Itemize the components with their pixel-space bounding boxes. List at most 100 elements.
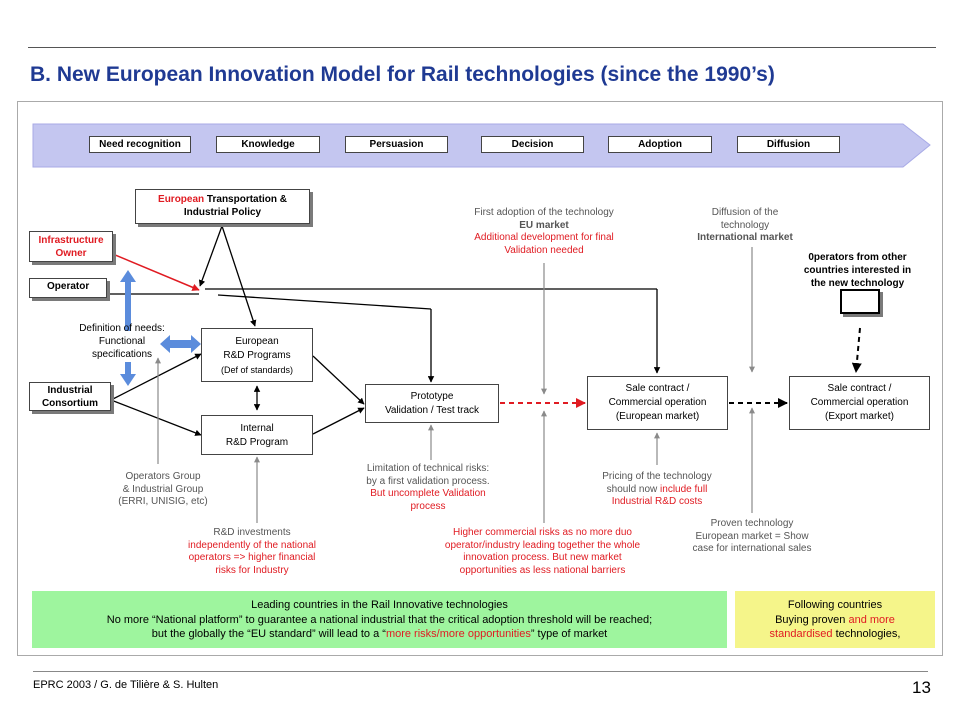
blue-down-arrow	[120, 362, 136, 386]
first-adoption-line3: Additional development for final	[474, 232, 614, 243]
stage-diffusion: Diffusion	[737, 136, 840, 153]
operators-other-line3: the new technology	[810, 278, 905, 289]
page-number: 13	[912, 678, 931, 697]
label-operators-other-countries: 0perators from other countries intereste…	[790, 251, 925, 290]
box-other-countries-operators	[840, 289, 880, 314]
operator-label: Operator	[47, 281, 90, 292]
pricing-line2a: should now	[606, 483, 661, 495]
internal-rd-line1: Internal	[240, 423, 274, 434]
label-higher-commercial-risks: Higher commercial risks as no more duo o…	[410, 527, 675, 577]
label-operators-group: Operators Group & Industrial Group (ERRI…	[98, 471, 228, 509]
label-diffusion-technology: Diffusion of the technology Internationa…	[680, 207, 810, 245]
dashed-export-arrow	[851, 327, 862, 373]
leading-line3c: ” type of market	[530, 628, 608, 640]
stage-knowledge: Knowledge	[216, 136, 320, 153]
following-line3a: standardised	[769, 628, 833, 640]
industrial-line2: Consortium	[41, 398, 99, 409]
operators-group-line2: & Industrial Group	[122, 483, 204, 495]
rd-investments-line2: independently of the national	[188, 539, 316, 551]
box-prototype-validation: Prototype Validation / Test track	[365, 384, 499, 423]
label-rd-investments: R&D investments independently of the nat…	[167, 527, 337, 577]
eu-rd-line1: European	[235, 336, 279, 347]
limitation-line3: But uncomplete Validation	[370, 488, 486, 499]
prototype-line1: Prototype	[410, 391, 454, 402]
industrial-line1: Industrial	[47, 385, 93, 396]
leading-title: Leading countries in the Rail Innovative…	[251, 599, 508, 611]
sale-eu-line2: Commercial operation	[608, 397, 707, 408]
arrow-industrial-to-internal-rd	[110, 399, 202, 436]
first-adoption-line2: EU market	[519, 219, 569, 231]
diffusion-tech-line3: International market	[697, 232, 793, 243]
eu-policy-part2: Transportation &	[204, 194, 287, 205]
label-definition-of-needs: Definition of needs: Functional specific…	[62, 322, 182, 361]
first-adoption-line4: Validation needed	[504, 244, 584, 256]
box-leading-countries: Leading countries in the Rail Innovative…	[32, 591, 727, 648]
box-european-rd-programs: European R&D Programs (Def of standards)	[201, 328, 313, 382]
limitation-line2: by a first validation process.	[366, 475, 490, 487]
pricing-line2b: include full	[660, 483, 708, 495]
following-title: Following countries	[787, 599, 883, 611]
eu-policy-european: European	[158, 194, 205, 205]
eu-rd-line2: R&D Programs	[223, 350, 291, 361]
arrow-industrial-to-eu-rd	[110, 353, 202, 401]
operators-other-line2: countries interested in	[803, 265, 912, 276]
diffusion-tech-line1: Diffusion of the	[711, 207, 779, 218]
following-line2a: Buying proven	[775, 613, 849, 626]
arrow-eu-rd-to-prototype	[312, 355, 365, 405]
higher-risks-line1: Higher commercial risks as no more duo	[453, 527, 632, 538]
definition-line2: Functional	[98, 336, 146, 347]
box-sale-contract-export: Sale contract / Commercial operation (Ex…	[789, 376, 930, 430]
label-first-adoption: First adoption of the technology EU mark…	[444, 207, 644, 257]
box-eu-transport-policy: European Transportation & Industrial Pol…	[135, 189, 310, 224]
blue-up-arrow	[120, 270, 136, 331]
pricing-line3: Industrial R&D costs	[611, 496, 703, 507]
internal-rd-line2: R&D Program	[225, 437, 289, 448]
rd-investments-line3: operators => higher financial	[188, 552, 316, 563]
operators-group-line1: Operators Group	[125, 471, 201, 482]
stage-decision: Decision	[481, 136, 584, 153]
arrow-infra-owner	[95, 246, 200, 291]
box-sale-contract-european: Sale contract / Commercial operation (Eu…	[587, 376, 728, 430]
line-node-to-prototype	[217, 294, 432, 310]
prototype-line2: Validation / Test track	[384, 405, 480, 416]
blue-double-arrow	[160, 335, 201, 353]
diffusion-tech-line2: technology	[720, 219, 770, 231]
box-industrial-consortium: Industrial Consortium	[29, 382, 111, 411]
following-line3b: technologies,	[832, 628, 901, 640]
eu-rd-line3: (Def of standards)	[220, 365, 294, 375]
arrow-policy-to-node	[198, 225, 223, 287]
higher-risks-line4: opportunities as less national barriers	[459, 564, 626, 576]
rd-investments-line4: risks for Industry	[215, 564, 289, 576]
operators-group-line3: (ERRI, UNISIG, etc)	[118, 496, 208, 507]
infra-owner-line2: Owner	[55, 248, 87, 259]
eu-policy-line2: Industrial Policy	[183, 207, 262, 218]
bottom-rule	[33, 671, 928, 672]
sale-export-line2: Commercial operation	[810, 397, 909, 408]
stage-need-recognition: Need recognition	[89, 136, 191, 153]
proven-line1: Proven technology	[710, 518, 794, 529]
arrow-internal-rd-to-prototype	[312, 407, 365, 435]
box-following-countries: Following countries Buying proven and mo…	[735, 591, 935, 648]
stage-persuasion: Persuasion	[345, 136, 448, 153]
proven-line3: case for international sales	[692, 543, 812, 554]
definition-line3: specifications	[91, 349, 153, 360]
limitation-line1: Limitation of technical risks:	[366, 463, 490, 474]
operators-other-line1: 0perators from other	[808, 252, 907, 263]
leading-line3b: more risks/more opportunities	[385, 628, 531, 640]
first-adoption-line1: First adoption of the technology	[474, 207, 614, 218]
sale-export-line1: Sale contract /	[827, 383, 892, 394]
leading-line3a: but the globally the “EU standard” will …	[151, 628, 386, 640]
proven-line2: European market = Show	[695, 530, 809, 542]
arrow-policy-to-rd	[221, 225, 257, 327]
leading-line2: No more “National platform” to guarantee…	[106, 613, 653, 626]
infra-owner-line1: Infrastructure	[38, 235, 104, 246]
label-proven-technology: Proven technology European market = Show…	[667, 518, 837, 556]
higher-risks-line3: innovation process. But new market	[463, 552, 622, 563]
stage-adoption: Adoption	[608, 136, 712, 153]
label-limitation-technical-risks: Limitation of technical risks: by a firs…	[343, 463, 513, 513]
box-infrastructure-owner: Infrastructure Owner	[29, 231, 113, 262]
sale-eu-line1: Sale contract /	[625, 383, 690, 394]
definition-line1: Definition of needs:	[79, 323, 165, 334]
diagram-frame	[17, 101, 943, 656]
pricing-line1: Pricing of the technology	[602, 471, 712, 482]
